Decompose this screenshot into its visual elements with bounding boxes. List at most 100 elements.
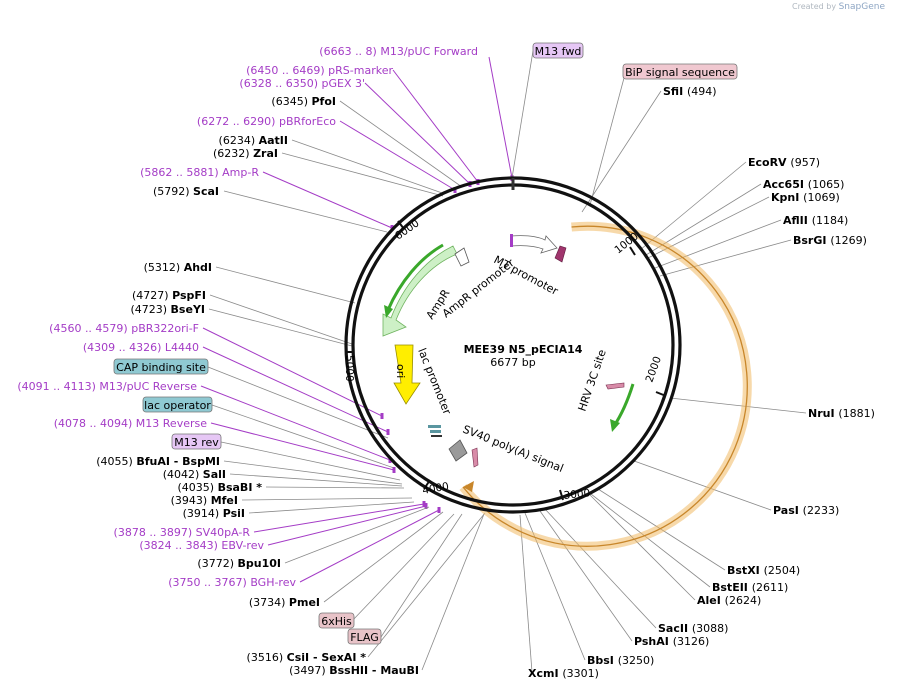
feature-m13-puc-reverse: (4091 .. 4113) M13/pUC Reverse — [17, 380, 197, 393]
box-bip-signal-sequence — [622, 63, 738, 80]
plasmid-length: 6677 bp — [490, 356, 535, 369]
callout-line-pbr322ori-f — [202, 327, 383, 417]
callout-pos: (4723) — [130, 303, 170, 316]
callout-pos: (957) — [790, 156, 820, 169]
callout-pos: (3301) — [562, 667, 599, 680]
callout-pos: (6663 .. 8) — [319, 45, 380, 58]
ring-tick-4000 — [423, 479, 431, 490]
callout-line-flag — [380, 513, 463, 638]
callout-pos: (4078 .. 4094) — [54, 417, 136, 430]
feature-ebv-rev: (3824 .. 3843) EBV-rev — [139, 539, 264, 552]
callout-pos: (2611) — [752, 581, 789, 594]
callout-line-sali — [229, 473, 403, 487]
ring-tick-label-6000: 6000 — [393, 217, 422, 242]
callout-pos: (5312) — [144, 261, 184, 274]
feature-m13-puc-forward: (6663 .. 8) M13/pUC Forward — [319, 45, 478, 58]
m13-fwd-site — [510, 234, 513, 247]
box-label-m13-rev: M13 rev — [174, 436, 219, 449]
callout-name: SalI — [203, 468, 226, 481]
callout-name: AhdI — [184, 261, 212, 274]
box-label-lac-operator: lac operator — [144, 399, 211, 412]
callout-pos: (3878 .. 3897) — [114, 526, 196, 539]
enzyme-csii-sexai: (3516) CsiI - SexAI * — [247, 651, 367, 664]
snapgene-logo: SnapGene — [838, 2, 885, 12]
enzyme-aatii: (6234) AatII — [219, 134, 288, 147]
callout-name: L4440 — [165, 341, 199, 354]
callout-name: AleI — [697, 594, 725, 607]
ring-tick-2000 — [655, 391, 667, 397]
callout-line-amp-r — [262, 171, 393, 229]
feature-pbrforeco: (6272 .. 6290) pBRforEco — [197, 115, 336, 128]
callout-pos: (3750 .. 3767) — [168, 576, 250, 589]
callout-line-sfii — [581, 90, 662, 213]
callout-line-scai — [223, 190, 388, 233]
mt-promoter-arrow — [510, 235, 558, 254]
hrv-cds-head — [610, 419, 620, 432]
callout-line-pmei — [323, 511, 444, 603]
box-m13-fwd — [532, 42, 584, 59]
enzyme-pspfi: (4727) PspFI — [132, 289, 206, 302]
feature-site-m13-reverse — [392, 467, 396, 473]
callout-name: NruI — [808, 407, 838, 420]
callout-name: BstEII — [712, 581, 752, 594]
enzyme-nrui: NruI (1881) — [808, 407, 875, 420]
enzyme-ahdi: (5312) AhdI — [144, 261, 212, 274]
callout-line-csii-sexai — [367, 512, 486, 658]
enzyme-bsrgi: BsrGI (1269) — [793, 234, 867, 247]
hrv-cds-line — [612, 383, 635, 427]
enzyme-sali: (4042) SalI — [163, 468, 226, 481]
ori-arrow — [393, 344, 421, 405]
callout-pos: (1881) — [838, 407, 875, 420]
enzyme-bstxi: BstXI (2504) — [727, 564, 800, 577]
callout-name: BstXI — [727, 564, 764, 577]
callout-pos: (4560 .. 4579) — [49, 322, 131, 335]
callout-line-pspfi — [209, 294, 353, 345]
enzyme-xcmi: XcmI (3301) — [528, 667, 599, 680]
callout-pos: (2504) — [764, 564, 801, 577]
enzyme-pmei: (3734) PmeI — [249, 596, 320, 609]
ampr-promoter-box — [454, 247, 470, 267]
callout-name: KpnI — [771, 191, 803, 204]
callout-name: BssHII - MauBI — [329, 664, 419, 677]
callout-pos: (3943) — [171, 494, 211, 507]
feature-site-l4440 — [386, 429, 390, 435]
callout-pos: (6272 .. 6290) — [197, 115, 279, 128]
callout-line-m13-fwd — [511, 50, 534, 179]
callout-line-lac-operator — [211, 404, 395, 469]
callout-pos: (3914) — [183, 507, 223, 520]
enzyme-scai: (5792) ScaI — [153, 185, 219, 198]
callout-name: SacII — [658, 622, 692, 635]
callout-line-m13-puc-forward — [488, 56, 513, 179]
ring-tick-label-5000: 5000 — [343, 355, 355, 382]
callout-line-l4440 — [202, 346, 389, 433]
enzyme-bseyi: (4723) BseYI — [130, 303, 205, 316]
callout-pos: (4727) — [132, 289, 172, 302]
callout-name: PshAI — [634, 635, 673, 648]
feature-m13-reverse: (4078 .. 4094) M13 Reverse — [54, 417, 207, 430]
box-6xhis — [318, 612, 355, 629]
enzyme-alei: AleI (2624) — [697, 594, 761, 607]
callout-line-bsteii — [590, 493, 711, 588]
callout-line-prs-marker — [392, 69, 479, 183]
callout-line-bfuai-bspmi — [223, 460, 403, 485]
callout-name: Amp-R — [222, 166, 259, 179]
callout-line-zrai — [281, 152, 444, 197]
callout-line-psii — [248, 501, 415, 514]
callout-name: Bpu10I — [238, 557, 282, 570]
snapgene-brand: Created by SnapGene — [792, 2, 885, 12]
box-label-cap-binding-site: CAP binding site — [116, 361, 206, 374]
hrv-label: HRV 3C site — [576, 348, 609, 413]
callout-name: BfuAI - BspMI — [136, 455, 220, 468]
callout-name: pBRforEco — [279, 115, 336, 128]
feature-site-sv40pa-r — [422, 501, 426, 507]
callout-line-m13-reverse — [210, 422, 395, 471]
callout-pos: (494) — [687, 85, 717, 98]
callout-line-pshai — [539, 510, 633, 642]
callout-line-bip-signal-sequence — [589, 77, 625, 206]
feature-pbr322ori-f: (4560 .. 4579) pBR322ori-F — [49, 322, 199, 335]
callout-line-sv40pa-r — [253, 503, 425, 533]
enzyme-psii: (3914) PsiI — [183, 507, 245, 520]
callout-name: BGH-rev — [250, 576, 296, 589]
box-label-6xhis: 6xHis — [321, 615, 352, 628]
ori-label: ori — [394, 364, 407, 378]
